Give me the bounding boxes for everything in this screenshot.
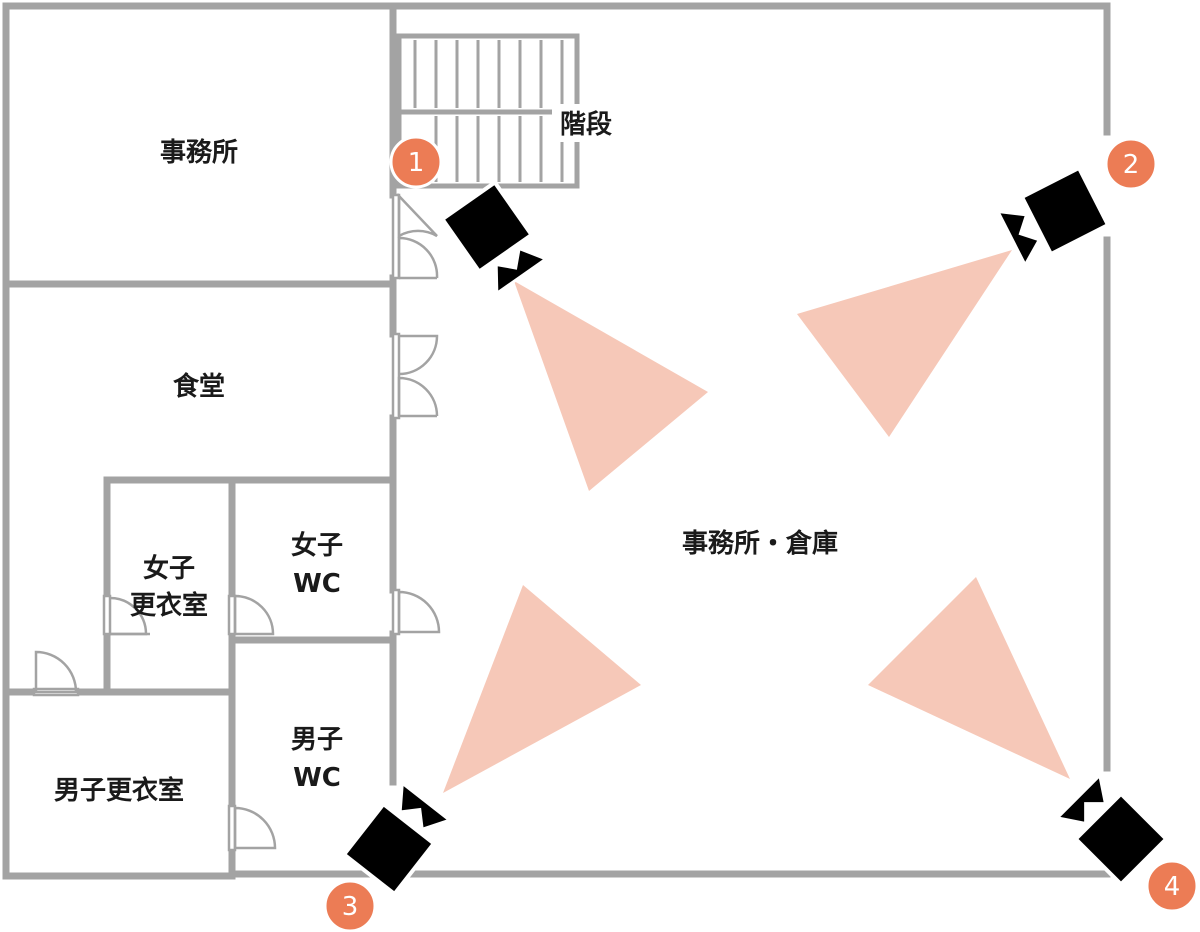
room-label-men-locker: 男子更衣室	[54, 775, 184, 806]
camera-icon	[341, 780, 453, 897]
svg-text:1: 1	[408, 148, 425, 178]
door-icon	[391, 588, 441, 636]
doors	[32, 192, 441, 852]
door-icon	[102, 594, 150, 636]
camera-badge-2: 2	[1104, 137, 1158, 191]
room-label-main-area: 事務所・倉庫	[682, 528, 838, 559]
camera-icon	[995, 165, 1111, 269]
camera-badge-1: 1	[389, 135, 443, 189]
room-label-women-locker-line1: 女子	[143, 553, 195, 584]
room-label-men-wc-line1: 男子	[291, 725, 343, 755]
camera-icon	[1054, 772, 1170, 888]
camera-badge-3: 3	[323, 879, 377, 932]
door-icon	[32, 650, 80, 697]
room-labels: 事務所 食堂 階段 女子 更衣室 女子 WC 男子更衣室 男子 WC 事務所・倉…	[54, 109, 838, 806]
room-label-stairs: 階段	[560, 109, 612, 140]
svg-text:4: 4	[1164, 872, 1181, 902]
view-cone-camera-2	[797, 250, 1012, 437]
walls	[2, 2, 1111, 880]
camera-view-cones	[443, 250, 1070, 793]
svg-text:3: 3	[342, 892, 359, 922]
room-label-men-wc-line2: WC	[293, 763, 341, 793]
door-icon	[391, 332, 439, 420]
door-icon	[391, 192, 439, 280]
view-cone-camera-1	[514, 281, 708, 491]
view-cone-camera-3	[443, 585, 641, 793]
door-icon	[227, 804, 277, 852]
camera-badge-4: 4	[1145, 859, 1199, 913]
stairs-icon	[396, 33, 618, 189]
room-label-women-wc-line2: WC	[293, 569, 341, 599]
svg-text:2: 2	[1123, 150, 1140, 180]
view-cone-camera-4	[868, 577, 1070, 779]
room-label-women-locker-line2: 更衣室	[130, 590, 208, 621]
camera-badges: 1 2 3 4	[323, 135, 1199, 932]
cameras	[341, 165, 1170, 897]
room-label-cafeteria: 食堂	[173, 371, 225, 402]
room-label-office: 事務所	[160, 138, 238, 168]
room-label-women-wc-line1: 女子	[291, 530, 343, 561]
door-icon	[227, 594, 275, 636]
camera-icon	[439, 179, 550, 297]
